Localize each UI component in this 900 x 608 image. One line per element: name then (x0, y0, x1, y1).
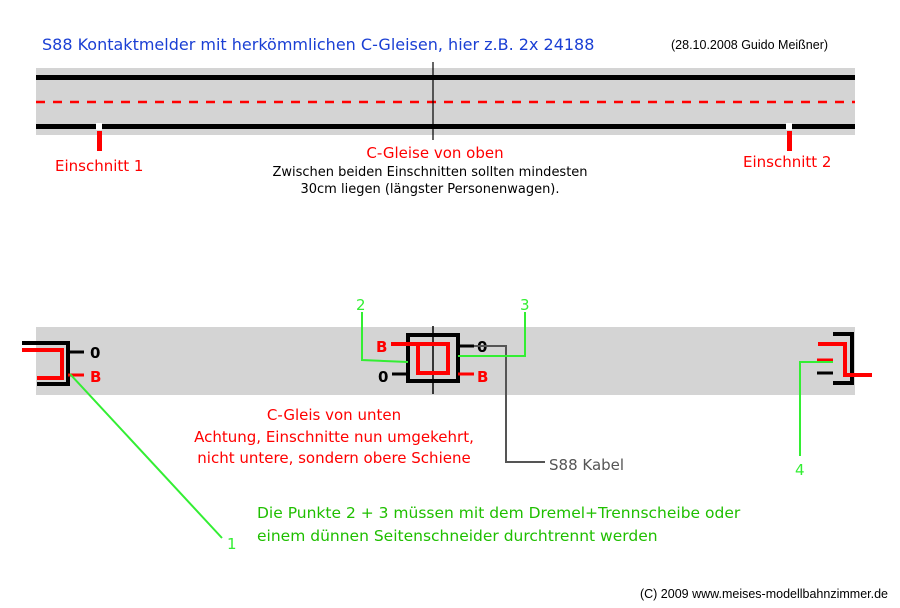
leader-line-3 (458, 312, 526, 357)
right-contact-outline (833, 332, 854, 385)
right-contact-red (818, 342, 872, 377)
s88-cable-line (474, 345, 545, 463)
point-label-4: 4 (795, 461, 805, 479)
point-label-1: 1 (227, 535, 237, 553)
center-label-0-left: 0 (378, 368, 388, 386)
author-date: (28.10.2008 Guido Meißner) (671, 38, 828, 52)
center-label-b-right: B (477, 368, 488, 386)
top-rail-lower (36, 124, 855, 129)
right-contact (817, 332, 872, 385)
top-view-note-line2: 30cm liegen (längster Personenwagen). (300, 182, 559, 197)
cut-gap-1 (96, 123, 102, 130)
center-contact-red (391, 342, 450, 375)
leader-line-4 (799, 361, 833, 456)
cut-2-label: Einschnitt 2 (743, 153, 831, 171)
point-label-2: 2 (356, 296, 366, 314)
center-label-b-left: B (376, 338, 387, 356)
leader-line-1 (69, 373, 223, 539)
cut-marker-2 (787, 131, 792, 151)
top-track (36, 62, 855, 140)
diagram-title: S88 Kontaktmelder mit herkömmlichen C-Gl… (42, 35, 594, 54)
cut-1-label: Einschnitt 1 (55, 157, 143, 175)
bottom-view-heading: C-Gleis von unten (267, 406, 401, 424)
instruction-line1: Die Punkte 2 + 3 müssen mit dem Dremel+T… (257, 504, 741, 522)
cut-marker-1 (97, 131, 102, 151)
s88-cable-label: S88 Kabel (549, 456, 624, 474)
top-view-heading: C-Gleise von oben (366, 144, 503, 162)
left-contact (22, 341, 84, 386)
left-label-0: 0 (90, 344, 100, 362)
leader-line-2 (361, 312, 409, 363)
top-view-note-line1: Zwischen beiden Einschnitten sollten min… (272, 165, 587, 180)
point-label-3: 3 (520, 296, 530, 314)
left-contact-outline (22, 341, 70, 386)
bottom-track-bed (36, 327, 855, 395)
bottom-warning-line2: nicht untere, sondern obere Schiene (197, 449, 470, 467)
top-rail-upper (36, 75, 855, 80)
cut-gap-2 (786, 123, 792, 130)
copyright-footer: (C) 2009 www.meises-modellbahnzimmer.de (640, 587, 888, 601)
left-label-b: B (90, 368, 101, 386)
instruction-line2: einem dünnen Seitenschneider durchtrennt… (257, 527, 658, 545)
center-contact (391, 326, 474, 394)
left-contact-red (22, 348, 64, 380)
bottom-warning-line1: Achtung, Einschnitte nun umgekehrt, (194, 428, 474, 446)
